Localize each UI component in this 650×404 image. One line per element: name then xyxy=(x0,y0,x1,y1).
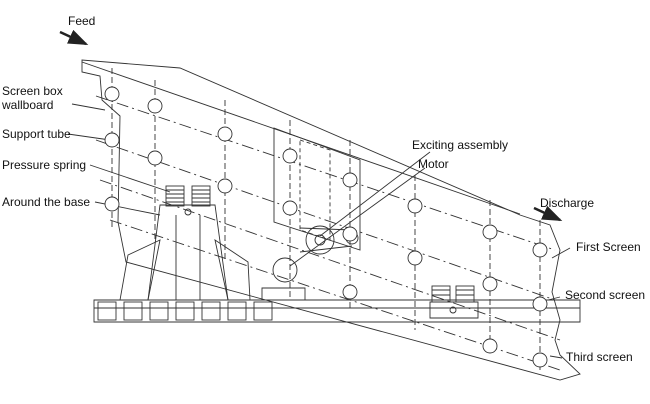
label-discharge: Discharge xyxy=(540,196,595,210)
leader-exciting-assembly xyxy=(319,151,431,237)
base-rail xyxy=(93,299,581,323)
label-second-screen: Second screen xyxy=(565,288,646,302)
label-third-screen: Third screen xyxy=(566,350,633,364)
wallboard-dash-line-3 xyxy=(99,179,561,341)
leader-second-screen xyxy=(547,296,561,301)
label-pressure-spring: Pressure spring xyxy=(2,158,87,172)
label-exciting-assembly: Exciting assembly xyxy=(412,138,509,152)
label-feed: Feed xyxy=(68,14,96,28)
label-motor: Motor xyxy=(418,157,449,171)
base-bolt xyxy=(184,208,192,216)
leader-wallboard xyxy=(71,103,106,111)
drive-belt xyxy=(299,227,353,253)
base-pedestal-rib xyxy=(175,215,201,300)
wallboard-dash-line-2 xyxy=(95,139,556,301)
wallboard-dash-line-1 xyxy=(95,95,556,251)
leader-support-tube xyxy=(67,133,111,141)
pressure-spring-left xyxy=(165,185,185,207)
pressure-spring-right xyxy=(191,185,211,207)
feed-arrow xyxy=(59,29,89,46)
discharge-arrow xyxy=(533,205,563,222)
label-screen-box-wallboard: Screen box wallboard xyxy=(2,84,63,112)
exciter-plate xyxy=(273,127,361,251)
right-spring-support xyxy=(429,285,479,319)
leader-pressure-spring xyxy=(89,164,171,193)
leader-motor xyxy=(289,167,426,267)
leader-first-screen xyxy=(551,247,571,259)
label-support-tube: Support tube xyxy=(2,127,71,141)
leader-third-screen xyxy=(549,355,563,359)
label-around-the-base: Around the base xyxy=(2,195,91,209)
exciting-assembly-disc xyxy=(305,225,335,255)
exciting-assembly-hub xyxy=(314,234,326,246)
screen-box-wallboard-outline xyxy=(81,59,581,381)
motor-body xyxy=(272,257,298,283)
wallboard-dash-line-4 xyxy=(109,219,561,371)
support-tube-circles xyxy=(104,86,548,368)
label-first-screen: First Screen xyxy=(576,240,641,254)
base-rail-blocks xyxy=(97,301,273,321)
exciter-plate-inner xyxy=(299,139,331,241)
base-pedestal xyxy=(147,204,229,301)
motor-mount xyxy=(261,287,306,301)
